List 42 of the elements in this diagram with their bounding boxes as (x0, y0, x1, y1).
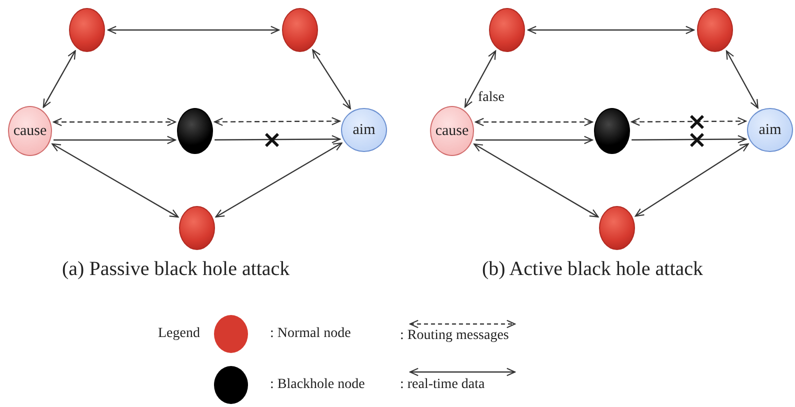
legend-label: : real-time data (400, 377, 485, 393)
arrow (107, 26, 280, 34)
legend-label: : Blackhole node (270, 377, 365, 393)
destination-node (341, 108, 387, 152)
arrow (54, 136, 176, 144)
legend-title: Legend (158, 326, 200, 342)
node-label: cause (435, 122, 469, 140)
arrow (312, 49, 351, 110)
normal-node (69, 8, 105, 52)
arrow (632, 135, 747, 144)
destination-node (747, 108, 793, 152)
normal-node (489, 8, 525, 52)
normal-node (697, 8, 733, 52)
arrow (52, 143, 179, 218)
arrow (631, 117, 746, 126)
source-node (8, 106, 52, 156)
arrow (634, 143, 749, 217)
panel-caption: (b) Active black hole attack (482, 258, 704, 281)
blackhole-node (594, 108, 630, 154)
arrow (474, 118, 593, 126)
arrow (726, 50, 758, 108)
normal-node (282, 8, 318, 52)
panel-caption: (a) Passive black hole attack (62, 258, 290, 281)
arrow (464, 50, 496, 108)
normal-node (179, 206, 215, 250)
legend-label: : Routing messages (400, 328, 509, 344)
arrow (527, 26, 695, 34)
arrow (214, 135, 341, 144)
message-label: false (478, 90, 504, 106)
node-label: cause (13, 122, 47, 140)
blackhole-node (177, 108, 213, 154)
arrow (214, 117, 340, 126)
normal-node (599, 206, 635, 250)
node-label: aim (352, 122, 376, 138)
arrow (52, 118, 176, 126)
arrow (474, 143, 599, 218)
arrow (42, 50, 76, 108)
source-node (430, 106, 474, 156)
node-label: aim (758, 122, 782, 138)
arrow (215, 142, 342, 218)
legend-label: : Normal node (270, 326, 351, 342)
arrow (476, 136, 593, 144)
